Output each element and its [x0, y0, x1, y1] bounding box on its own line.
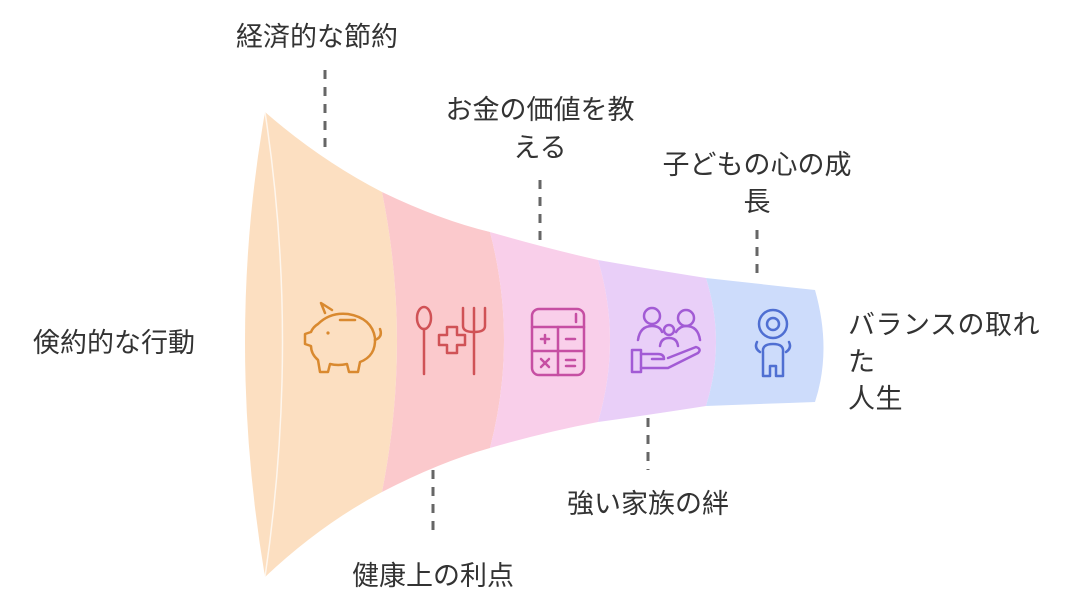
stage-label-1: 経済的な節約: [236, 22, 398, 53]
funnel-segment-3: [490, 232, 610, 448]
funnel-segment-4: [598, 260, 716, 422]
left-label: 倹約的な行動: [33, 328, 195, 359]
family-care-icon: [630, 306, 702, 374]
stage-label-2: 健康上の利点: [352, 561, 514, 592]
calculator-icon: [530, 307, 586, 377]
funnel-segment-5: [706, 278, 824, 406]
funnel-mouth: [245, 112, 285, 577]
health-utensils-icon: [415, 305, 487, 376]
funnel-mouth-rim: [264, 111, 284, 578]
child-icon: [754, 308, 792, 378]
funnel-segment-1: [265, 112, 397, 577]
funnel-segment-2: [382, 192, 504, 492]
stage-label-5: 子どもの心の成 長: [662, 150, 852, 218]
piggy-bank-icon: [303, 301, 383, 374]
stage-label-3: お金の価値を教 える: [445, 95, 635, 164]
right-label: バランスの取れた 人生: [848, 310, 1040, 415]
stage-label-4: 強い家族の絆: [567, 489, 729, 520]
